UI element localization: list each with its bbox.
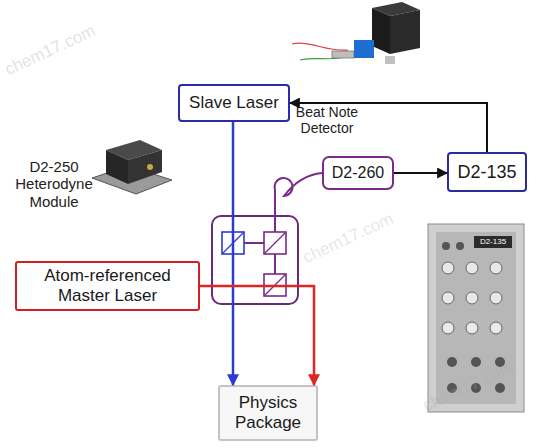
knob bbox=[442, 292, 454, 304]
signal-arrow bbox=[200, 286, 314, 385]
node-text: D2-135 bbox=[457, 162, 516, 183]
detector-side bbox=[372, 8, 390, 54]
node-text: D2-260 bbox=[332, 164, 384, 182]
detector-front bbox=[390, 10, 420, 54]
heterodyne-optics bbox=[212, 173, 322, 304]
fiber-port bbox=[147, 164, 153, 170]
model-plate bbox=[474, 236, 512, 248]
signal-arrow bbox=[232, 122, 235, 385]
knob bbox=[466, 292, 478, 304]
signal-arrow bbox=[394, 172, 447, 174]
optical-path bbox=[274, 254, 276, 274]
part-name: Beat Note Detector bbox=[286, 104, 368, 136]
knob bbox=[466, 262, 478, 274]
device-marking: D2-135 bbox=[474, 237, 512, 246]
part-name: D2-250 Heterodyne Module bbox=[12, 158, 96, 210]
beam-splitter-face bbox=[222, 232, 244, 254]
fiber-connector bbox=[332, 51, 354, 58]
knob bbox=[466, 322, 478, 334]
target-box: Physics Package bbox=[218, 385, 318, 441]
connector bbox=[495, 383, 505, 393]
detector-blue-block bbox=[354, 40, 374, 58]
node-text: Slave Laser bbox=[189, 93, 279, 113]
detector-connector bbox=[385, 56, 395, 64]
signal-arrow bbox=[290, 103, 487, 152]
knob bbox=[442, 322, 454, 334]
module-outline bbox=[212, 216, 298, 304]
knob bbox=[442, 262, 454, 274]
watermark: chem17.com bbox=[2, 16, 110, 80]
heterodyne-module-photo bbox=[92, 140, 172, 194]
beam-splitter-face bbox=[264, 232, 286, 254]
connector bbox=[447, 357, 457, 367]
laser-box: Slave Laser bbox=[178, 84, 290, 122]
watermark: chem17.com bbox=[300, 204, 408, 268]
beam-splitter bbox=[264, 274, 286, 296]
red-wire bbox=[292, 43, 348, 50]
connector bbox=[456, 242, 464, 250]
knob bbox=[490, 322, 502, 334]
knob bbox=[490, 262, 502, 274]
node-text: Physics Package bbox=[226, 393, 310, 432]
module-box: D2-260 bbox=[322, 156, 394, 190]
beam-splitter bbox=[222, 232, 244, 254]
connector bbox=[471, 357, 481, 367]
optical-fiber bbox=[274, 173, 322, 232]
optical-path bbox=[244, 242, 264, 244]
beam-splitter bbox=[264, 232, 286, 254]
beam-splitter-face bbox=[264, 274, 286, 296]
node-text: Atom-referenced Master Laser bbox=[29, 266, 186, 305]
module-side bbox=[106, 150, 128, 184]
module-front bbox=[128, 150, 162, 184]
controller-box: D2-135 bbox=[447, 152, 527, 192]
beat-note-detector-photo bbox=[292, 2, 420, 64]
connector bbox=[442, 242, 450, 250]
watermark: chem17.com bbox=[420, 352, 528, 416]
laser-box: Atom-referenced Master Laser bbox=[15, 261, 200, 311]
knob bbox=[490, 292, 502, 304]
